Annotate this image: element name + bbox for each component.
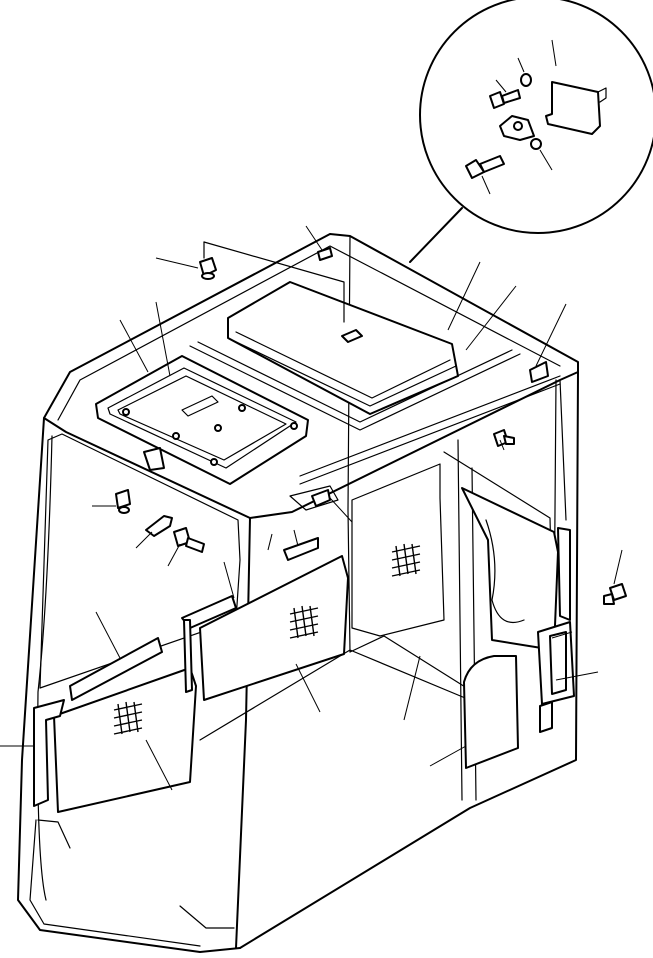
hex-bolt — [603, 583, 627, 605]
sound-mesh-pad — [289, 605, 319, 639]
hex-bolt — [493, 429, 515, 447]
detail-clip — [499, 115, 542, 150]
detail-clip — [145, 515, 173, 537]
right-side-panel — [461, 487, 575, 733]
hex-nut — [115, 489, 131, 514]
detail-callout — [409, 0, 653, 263]
front-right-pillar — [235, 517, 251, 949]
front-left-pillar — [17, 417, 241, 953]
cab-frame — [17, 233, 579, 953]
detail-connector-line — [409, 207, 463, 263]
sound-mesh-pad — [113, 701, 143, 735]
detail-washer — [520, 73, 532, 87]
sound-mesh-pad — [391, 543, 421, 577]
roof-panel — [203, 241, 459, 415]
roof-rear-trim — [189, 341, 561, 511]
detail-bracket — [545, 81, 601, 135]
side-panel-left — [33, 637, 197, 813]
side-panel-front — [181, 537, 349, 701]
detail-bolt-upper — [489, 89, 521, 109]
fasteners — [115, 247, 627, 605]
detail-circle — [419, 0, 653, 234]
leader-lines — [0, 225, 623, 791]
detail-bolt-lower — [465, 155, 505, 179]
roof-window-hatch — [95, 355, 309, 485]
hex-bolt — [173, 527, 205, 553]
right-door-opening — [463, 655, 519, 769]
rear-right-pillar — [239, 371, 579, 949]
hex-nut — [199, 257, 217, 280]
cab-floor-edge — [199, 649, 471, 741]
roof-clip — [143, 247, 549, 507]
sound-mesh-pads — [113, 543, 421, 735]
